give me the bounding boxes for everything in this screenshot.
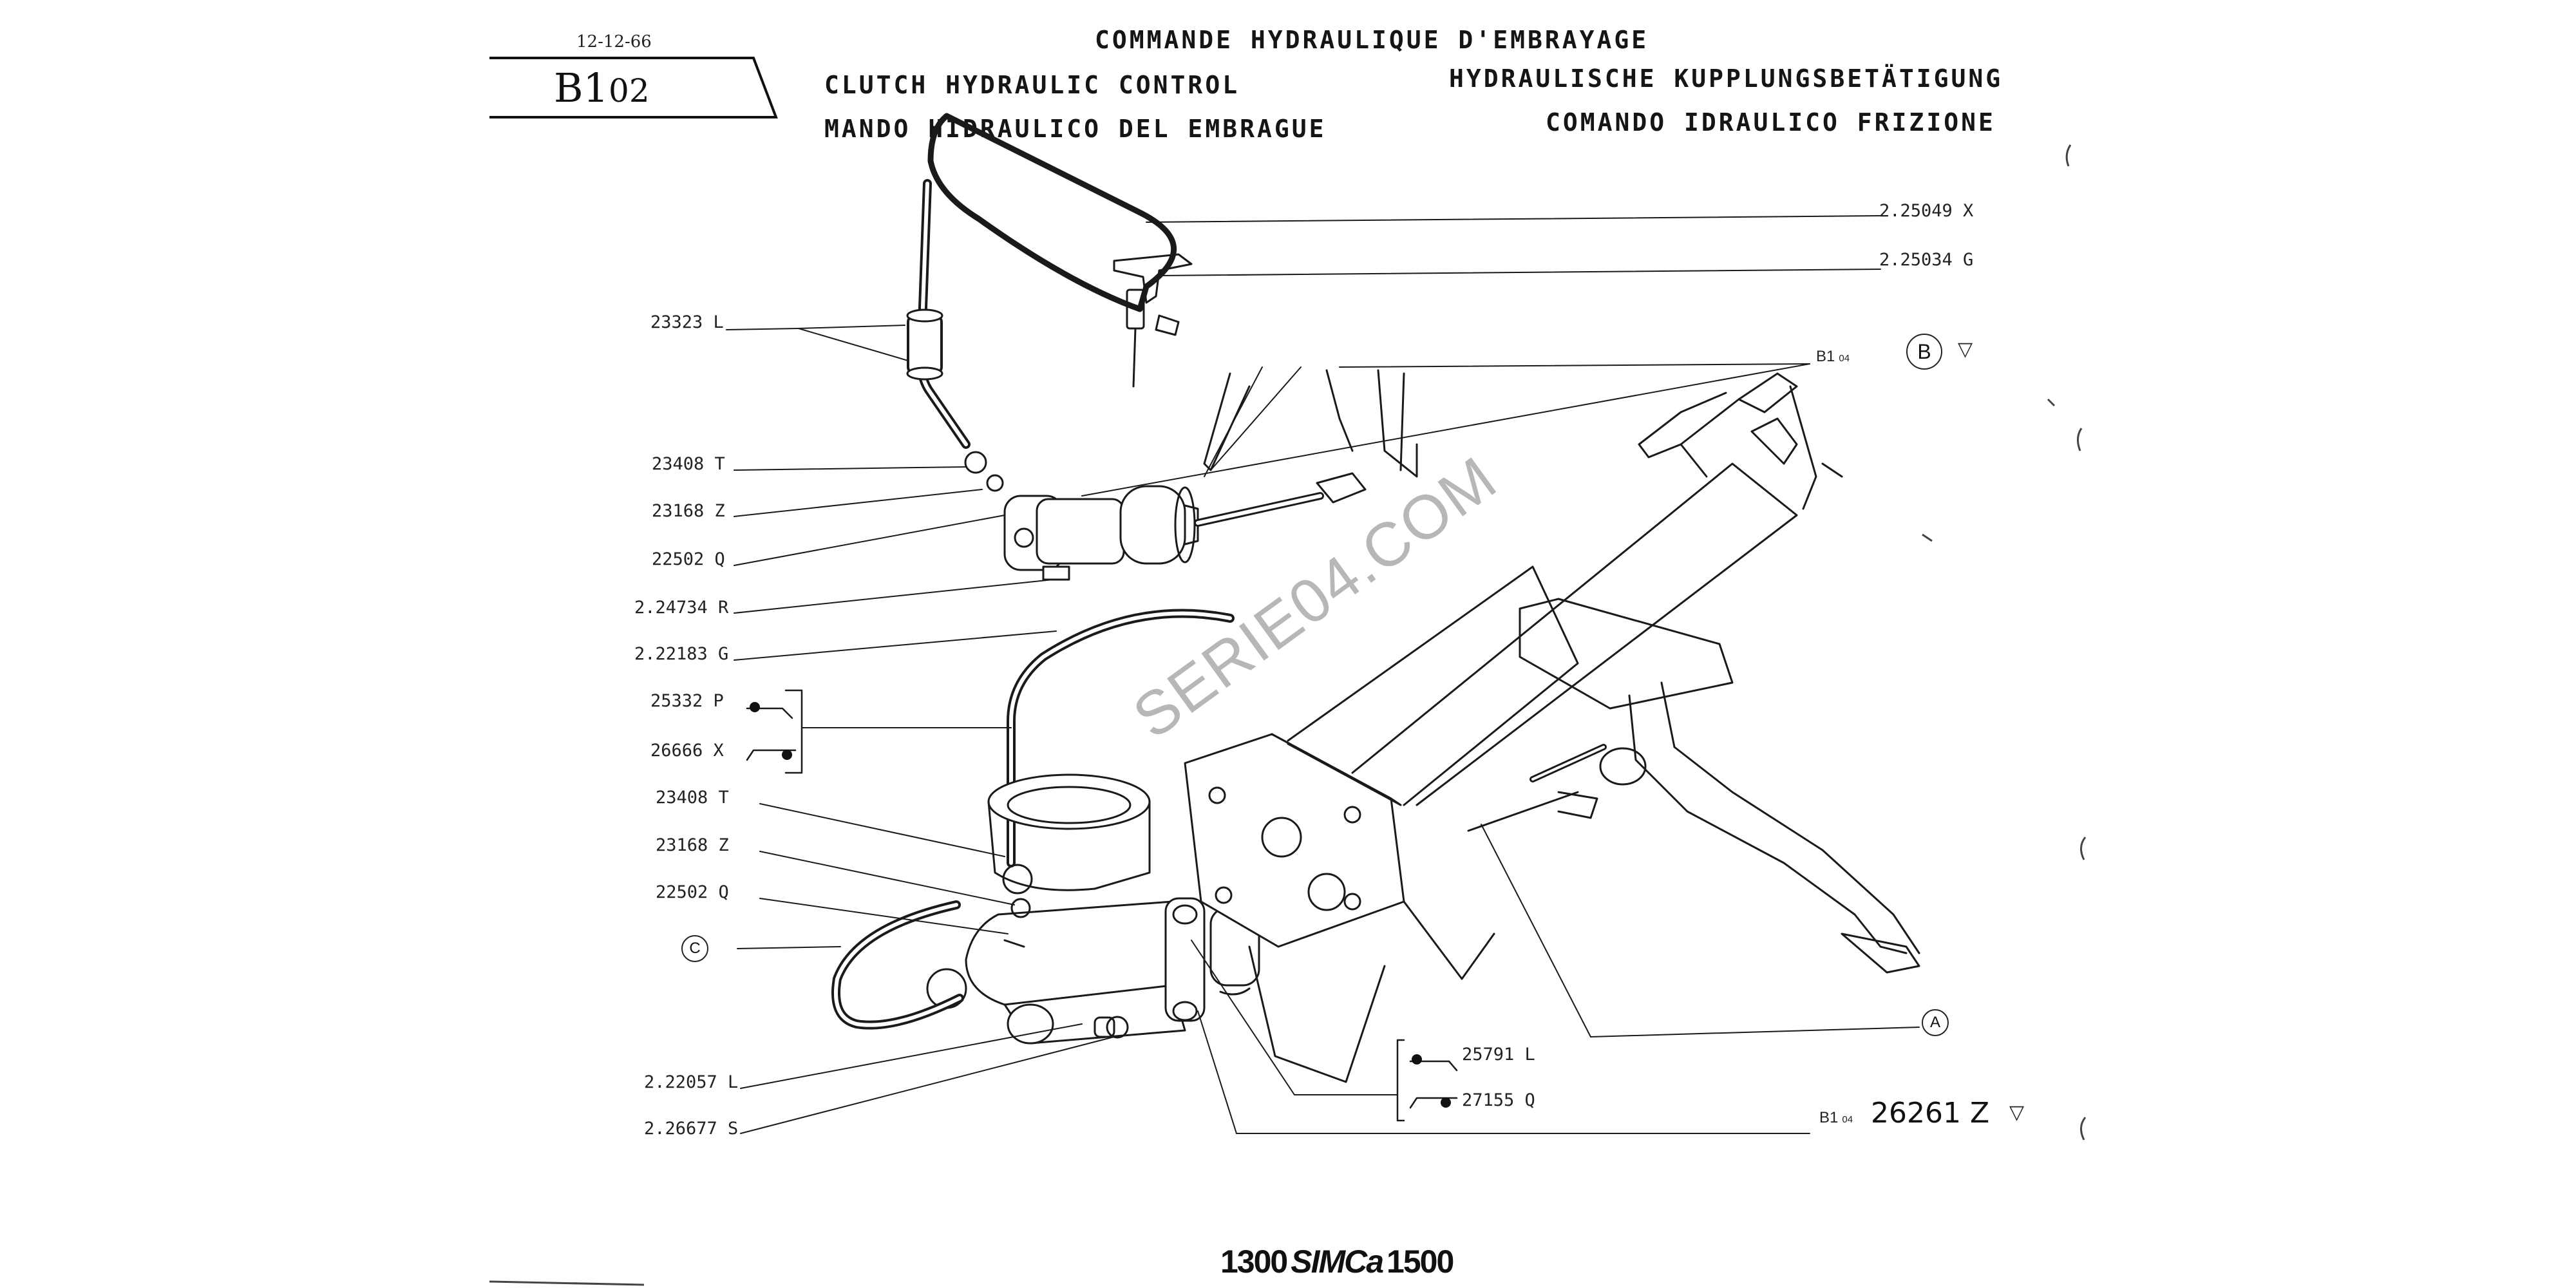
label-part-23408T-lower: 23408 T [656, 788, 729, 808]
cross-reference-b: B1 04 [1816, 348, 1859, 366]
label-part-22502Q-lower: 22502 Q [656, 882, 729, 902]
footer-brand: SIMCa [1291, 1244, 1384, 1280]
callout-circle-b: B [1906, 334, 1942, 370]
triangle-marker-icon: ▽ [2009, 1101, 2025, 1124]
label-part-222057L: 2.22057 L [644, 1072, 739, 1092]
label-part-222183G: 2.22183 G [634, 644, 729, 664]
upper-pipe-drawing [927, 113, 1177, 312]
leader-lines [726, 215, 1920, 1134]
title-french: COMMANDE HYDRAULIQUE D'EMBRAYAGE [1095, 26, 1649, 54]
callout-circle-c: C [681, 935, 708, 962]
label-part-23323L: 23323 L [650, 312, 724, 332]
master-cylinder-drawing [926, 773, 1260, 1045]
section-code-number: 02 [609, 72, 650, 109]
label-part-27155Q: 27155 Q [1462, 1090, 1535, 1110]
variant-dots [750, 702, 1451, 1108]
variant-brackets [746, 689, 1458, 1122]
footer-model-left: 1300 [1220, 1244, 1288, 1280]
fork-housing-drawing [1203, 369, 1418, 478]
label-part-26261Z: 26261 Z [1871, 1097, 1990, 1130]
label-part-25791L: 25791 L [1462, 1045, 1535, 1065]
cross-reference-b-page: 04 [1839, 353, 1850, 364]
callout-circle-a: A [1922, 1009, 1949, 1036]
label-part-26666X: 26666 X [650, 741, 724, 761]
title-english: CLUTCH HYDRAULIC CONTROL [824, 71, 1240, 99]
footer-model-right: 1500 [1387, 1244, 1454, 1280]
cross-reference-bottom-page: 04 [1842, 1114, 1853, 1125]
label-part-225034G: 2.25034 G [1879, 250, 1974, 270]
label-part-25332P: 25332 P [650, 691, 724, 711]
title-italian: COMANDO IDRAULICO FRIZIONE [1546, 108, 1996, 137]
title-german: HYDRAULISCHE KUPPLUNGSBETÄTIGUNG [1449, 64, 2003, 93]
section-code: B102 [554, 64, 650, 111]
pipe-clip-drawing [1113, 253, 1193, 388]
label-part-225049X: 2.25049 X [1879, 201, 1974, 221]
label-part-23408T-upper: 23408 T [652, 454, 725, 474]
label-part-23168Z-lower: 23168 Z [656, 835, 729, 855]
section-code-letters: B1 [554, 64, 609, 111]
slave-cylinder-drawing [964, 451, 1367, 581]
triangle-marker-icon: ▽ [1958, 338, 1973, 361]
label-part-23168Z-upper: 23168 Z [652, 501, 725, 521]
cross-reference-bottom-section: B1 [1819, 1109, 1839, 1126]
label-part-22502Q-upper: 22502 Q [652, 549, 725, 569]
cross-reference-b-section: B1 [1816, 348, 1835, 365]
issue-date: 12-12-66 [576, 32, 652, 52]
title-spanish: MANDO HIDRAULICO DEL EMBRAGUE [824, 115, 1327, 143]
label-part-224734R: 2.24734 R [634, 598, 729, 618]
pedal-arm-drawing [1351, 372, 1920, 974]
label-part-226677S: 2.26677 S [644, 1119, 739, 1139]
pedal-box-drawing [1184, 565, 1579, 1083]
